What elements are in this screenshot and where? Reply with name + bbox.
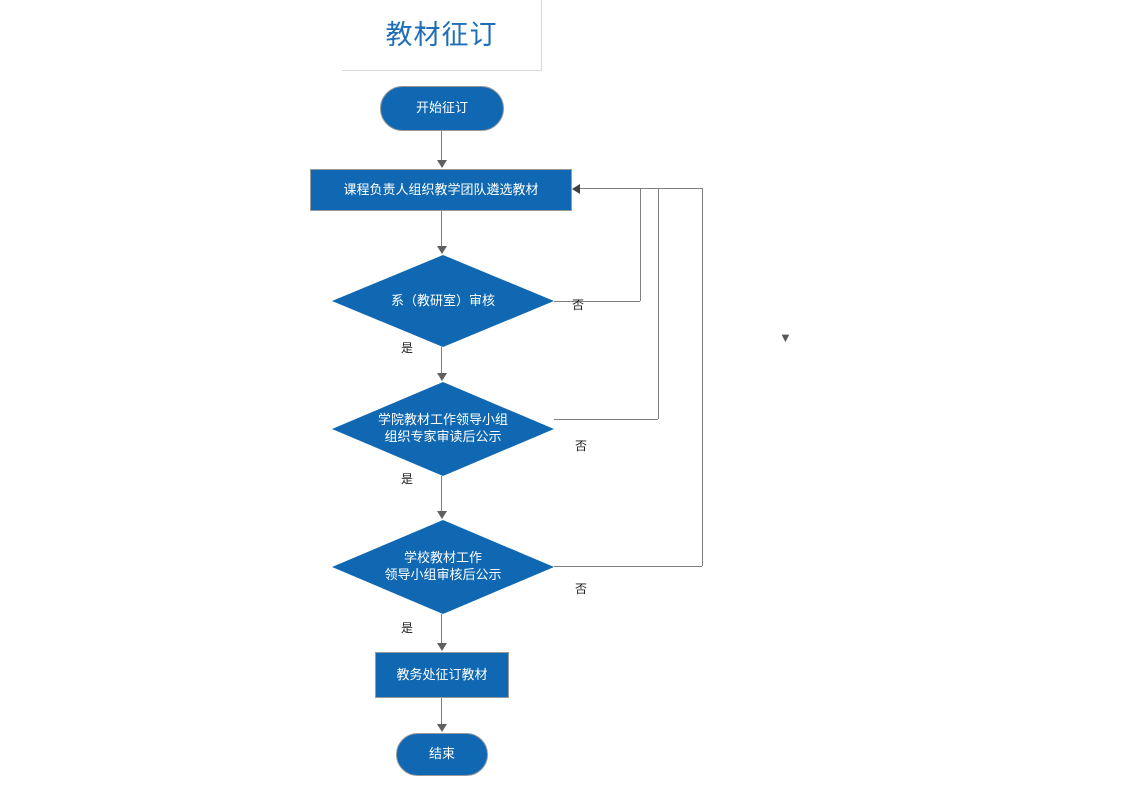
edge-label-no-1: 否 (572, 298, 585, 312)
node-end[interactable]: 结束 (396, 733, 488, 776)
arrowhead-decision2-yes (437, 511, 447, 519)
connector-select-to-decision1 (441, 211, 442, 247)
connector-order-to-end (441, 698, 442, 725)
connector-decision3-no-horizontal (554, 566, 702, 567)
connector-decision1-no-vertical (640, 188, 641, 301)
node-decision-college-review-label: 学院教材工作领导小组 组织专家审读后公示 (377, 412, 508, 444)
node-order-textbook[interactable]: 教务处征订教材 (375, 652, 509, 698)
node-decision-department-review-label: 系（教研室）审核 (390, 292, 495, 308)
stray-down-arrow-icon: ▼ (779, 330, 792, 345)
connector-start-to-select (441, 131, 442, 161)
connector-decision1-yes (441, 347, 442, 374)
connector-decision2-yes (441, 476, 442, 512)
arrowhead-select-to-decision1 (437, 246, 447, 254)
node-order-textbook-label: 教务处征订教材 (396, 666, 488, 682)
node-decision-college-review[interactable]: 学院教材工作领导小组 组织专家审读后公示 (332, 382, 554, 476)
node-end-label: 结束 (428, 746, 455, 762)
connector-decision3-no-vertical (702, 188, 703, 566)
edge-label-no-3: 否 (575, 582, 588, 596)
connector-decision2-no-vertical (658, 188, 659, 419)
node-start[interactable]: 开始征订 (380, 86, 504, 131)
edge-label-yes-3: 是 (401, 621, 414, 635)
node-decision-school-review[interactable]: 学校教材工作 领导小组审核后公示 (332, 520, 554, 614)
page-title: 教材征订 (385, 19, 498, 50)
node-select-textbook[interactable]: 课程负责人组织教学团队遴选教材 (310, 169, 572, 211)
node-start-label: 开始征订 (415, 100, 468, 116)
connector-decision3-no-return (580, 188, 702, 189)
connector-decision2-no-horizontal (554, 419, 658, 420)
arrowhead-decision3-yes (437, 643, 447, 651)
arrowhead-decision1-no (572, 184, 580, 194)
edge-label-yes-2: 是 (401, 472, 414, 486)
arrowhead-order-to-end (437, 724, 447, 732)
node-decision-school-review-label: 学校教材工作 领导小组审核后公示 (384, 550, 502, 582)
node-select-textbook-label: 课程负责人组织教学团队遴选教材 (343, 181, 539, 197)
title-box: 教材征订 (342, 0, 542, 71)
connector-decision3-yes (441, 614, 442, 644)
arrowhead-start-to-select (437, 160, 447, 168)
node-decision-department-review[interactable]: 系（教研室）审核 (332, 255, 554, 347)
connector-decision1-no-horizontal (554, 301, 640, 302)
edge-label-yes-1: 是 (401, 341, 414, 355)
edge-label-no-2: 否 (575, 439, 588, 453)
arrowhead-decision1-yes (437, 373, 447, 381)
